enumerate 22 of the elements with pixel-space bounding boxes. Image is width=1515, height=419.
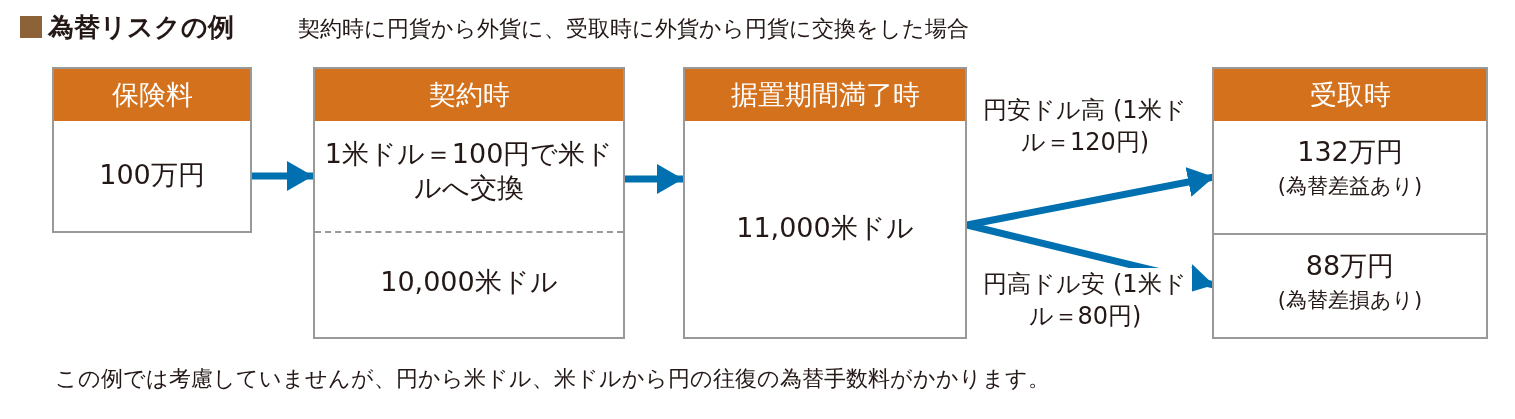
footnote: この例では考慮していませんが、円から米ドル、米ドルから円の往復の為替手数料がかかります。 — [55, 365, 1050, 393]
arrow — [252, 161, 313, 191]
arrow — [966, 221, 1215, 294]
amount-text: 100万円 — [98, 158, 206, 192]
table-card — [313, 67, 625, 339]
table-card — [52, 67, 252, 233]
amount-text: 11,000米ドル — [735, 211, 915, 245]
amount-text: 132万円 — [1296, 135, 1404, 169]
table-card — [1212, 67, 1488, 339]
card-header: 保険料 — [54, 69, 250, 121]
note-text: (為替差損あり) — [1276, 287, 1424, 314]
note-text: (為替差益あり) — [1276, 173, 1424, 200]
arrow — [625, 164, 683, 194]
subtitle: 契約時に円貨から外貨に、受取時に外貨から円貨に交換をした場合 — [298, 15, 969, 43]
amount-text: 1米ドル＝100円で米ドルへ交換 — [323, 137, 615, 205]
amount-text: 88万円 — [1304, 249, 1396, 283]
title: 為替リスクの例 — [48, 11, 234, 44]
table-card — [683, 67, 967, 339]
amount-text: 10,000米ドル — [379, 265, 559, 299]
card-header: 契約時 — [315, 69, 623, 121]
card-header: 受取時 — [1214, 69, 1486, 121]
card-header: 据置期間満了時 — [685, 69, 965, 121]
